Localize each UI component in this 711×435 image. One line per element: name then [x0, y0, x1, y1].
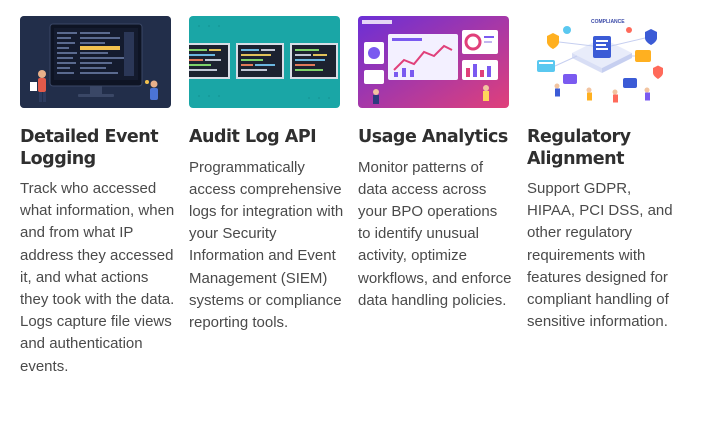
monitor-dashboard-illustration-icon — [20, 16, 171, 108]
compliance-caption: COMPLIANCE — [591, 19, 625, 25]
card-description: Programmatically access comprehensive lo… — [189, 158, 344, 331]
feature-card-event-logging: Detailed Event Logging Track who accesse… — [20, 16, 175, 378]
card-description: Support GDPR, HIPAA, PCI DSS, and other … — [527, 180, 673, 331]
feature-card-audit-log-api: Audit Log API Programmatically access co… — [189, 16, 344, 334]
card-title: Audit Log API — [189, 127, 317, 147]
feature-card-usage-analytics: Usage Analytics Monitor patterns of data… — [358, 16, 512, 312]
feature-card-regulatory-alignment: COMPLIANCE — [527, 16, 679, 333]
card-title: Usage Analytics — [358, 127, 508, 147]
compliance-isometric-illustration-icon: COMPLIANCE — [527, 16, 678, 108]
card-description: Track who accessed what information, whe… — [20, 180, 175, 375]
card-description: Monitor patterns of data access across y… — [358, 158, 512, 309]
code-screens-illustration-icon — [189, 16, 340, 108]
card-title: Detailed Event Logging — [20, 127, 159, 169]
card-title: Regulatory Alignment — [527, 127, 631, 169]
analytics-dashboard-illustration-icon — [358, 16, 509, 108]
